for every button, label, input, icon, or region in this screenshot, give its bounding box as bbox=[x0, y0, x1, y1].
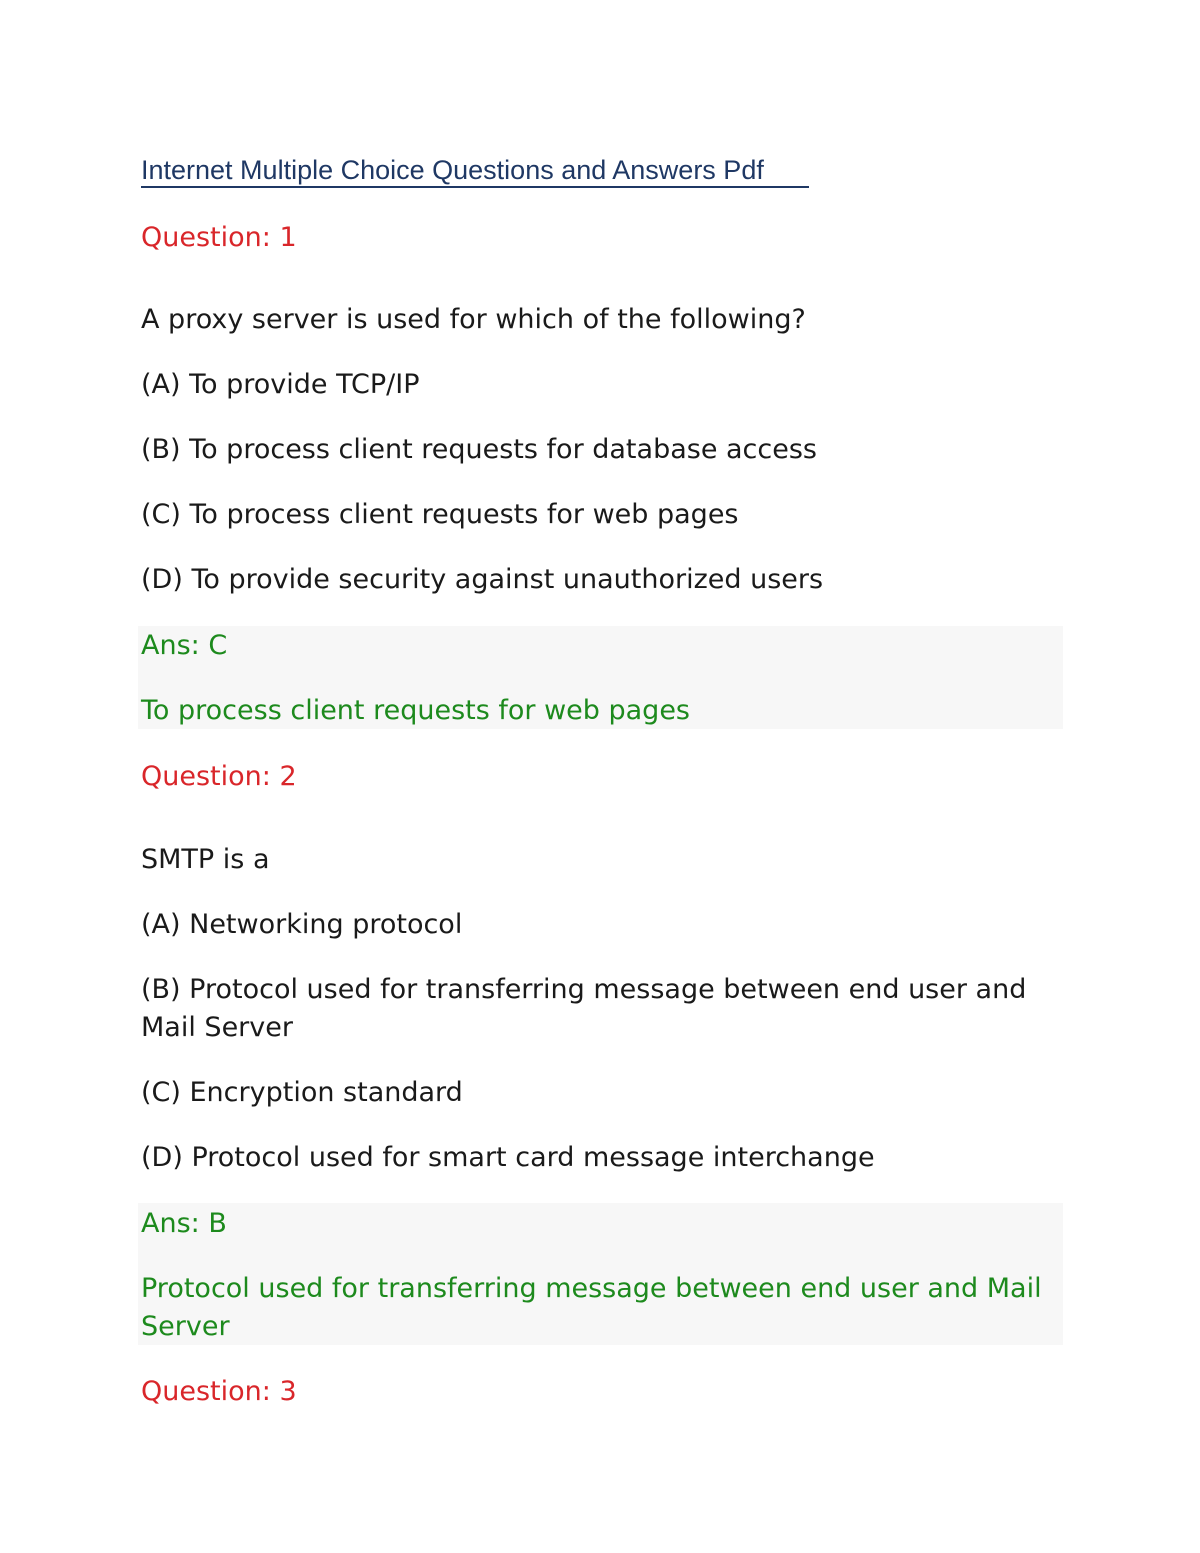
answer-box bbox=[138, 1203, 1063, 1345]
question-heading: Question: 1 bbox=[141, 222, 297, 253]
question-option: (B) To process client requests for datab… bbox=[141, 434, 817, 465]
question-option: (C) Encryption standard bbox=[141, 1077, 463, 1108]
answer-explanation: To process client requests for web pages bbox=[141, 695, 690, 726]
document-title: Internet Multiple Choice Questions and A… bbox=[141, 155, 764, 185]
answer-box bbox=[138, 626, 1063, 729]
title-underline bbox=[141, 186, 809, 188]
question-option: (A) Networking protocol bbox=[141, 909, 463, 940]
answer-explanation: Protocol used for transferring message b… bbox=[141, 1273, 1042, 1342]
answer-label: Ans: C bbox=[141, 630, 228, 661]
question-option: (C) To process client requests for web p… bbox=[141, 499, 739, 530]
question-option: (B) Protocol used for transferring messa… bbox=[141, 974, 1027, 1043]
question-prompt: A proxy server is used for which of the … bbox=[141, 304, 806, 335]
question-option: (D) To provide security against unauthor… bbox=[141, 564, 824, 595]
question-heading: Question: 2 bbox=[141, 761, 297, 792]
question-heading: Question: 3 bbox=[141, 1376, 297, 1407]
question-option: (D) Protocol used for smart card message… bbox=[141, 1142, 875, 1173]
question-option: (A) To provide TCP/IP bbox=[141, 369, 420, 400]
question-prompt: SMTP is a bbox=[141, 844, 270, 875]
answer-label: Ans: B bbox=[141, 1208, 227, 1239]
